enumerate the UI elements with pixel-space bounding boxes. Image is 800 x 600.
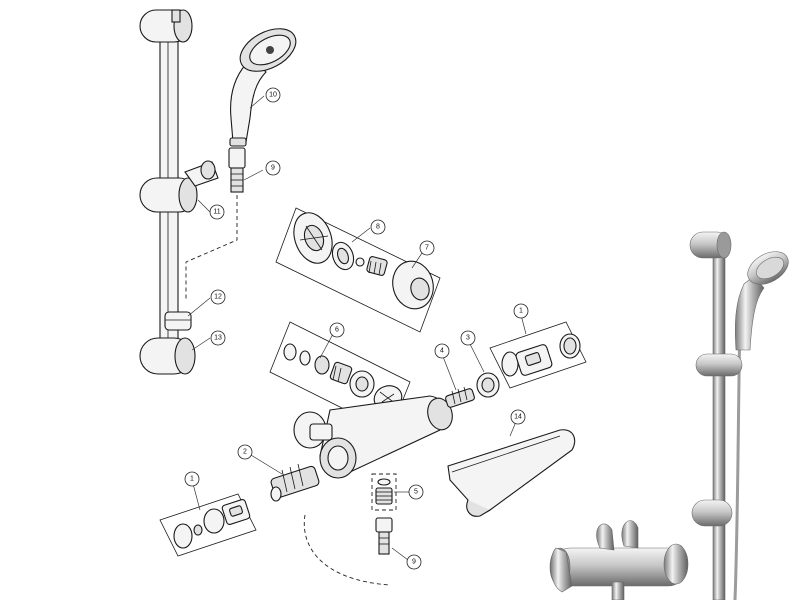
callout-5: 5: [408, 484, 424, 500]
hose-guide-ring: [164, 311, 192, 331]
svg-text:13: 13: [214, 335, 222, 342]
callout-3: 3: [460, 330, 476, 346]
svg-text:12: 12: [214, 294, 222, 301]
callout-7: 7: [419, 240, 435, 256]
right-handle-kit-box: [489, 321, 587, 389]
flow-cartridge: [331, 241, 388, 276]
callout-11: 11: [209, 204, 225, 220]
callout-6: 6: [329, 322, 345, 338]
callout-2: 2: [237, 444, 253, 460]
callout-8: 8: [370, 219, 386, 235]
svg-text:2: 2: [243, 449, 247, 456]
hose-nut-top: [228, 147, 246, 193]
right-handle-parts: [501, 333, 581, 377]
svg-text:7: 7: [425, 245, 429, 252]
left-handle-kit-box: [159, 493, 257, 557]
spindle-4: [445, 386, 475, 408]
svg-text:8: 8: [376, 224, 380, 231]
svg-text:14: 14: [514, 414, 522, 421]
svg-text:9: 9: [412, 559, 416, 566]
svg-text:10: 10: [269, 92, 277, 99]
svg-text:1: 1: [190, 476, 194, 483]
leader-lines: [187, 95, 527, 561]
callout-14: 14: [510, 409, 526, 425]
bottom-wall-bracket: [139, 337, 196, 375]
left-handle-parts: [173, 499, 251, 549]
callout-12: 12: [210, 289, 226, 305]
hose-route-top: [185, 195, 238, 300]
callout-9-top: 9: [265, 160, 281, 176]
adapter-ring-3: [476, 372, 500, 398]
svg-text:4: 4: [440, 348, 444, 355]
svg-text:9: 9: [271, 165, 275, 172]
thermostat-body: [293, 395, 453, 479]
non-return-valve: [375, 478, 393, 505]
slider-bracket: [139, 160, 219, 213]
thermostatic-cartridge: [270, 463, 320, 502]
svg-text:3: 3: [466, 335, 470, 342]
callout-4: 4: [434, 343, 450, 359]
svg-text:11: 11: [213, 209, 220, 216]
callout-1-right: 1: [513, 303, 529, 319]
hose-nut-bottom: [375, 517, 393, 555]
hose-route-bottom: [303, 514, 391, 586]
top-wall-bracket: [139, 9, 193, 43]
callout-10: 10: [265, 87, 281, 103]
svg-text:6: 6: [335, 327, 339, 334]
callout-13: 13: [210, 330, 226, 346]
handshower: [229, 28, 297, 147]
svg-text:1: 1: [519, 308, 523, 315]
flow-knob: [392, 260, 434, 310]
cartridge-kit-box: [275, 207, 441, 333]
svg-text:5: 5: [414, 489, 418, 496]
callout-1-left: 1: [184, 471, 200, 487]
callout-9-bottom: 9: [406, 554, 422, 570]
shelf: [447, 429, 576, 517]
flow-handle-plate: [293, 212, 333, 264]
product-photo: [549, 231, 789, 600]
